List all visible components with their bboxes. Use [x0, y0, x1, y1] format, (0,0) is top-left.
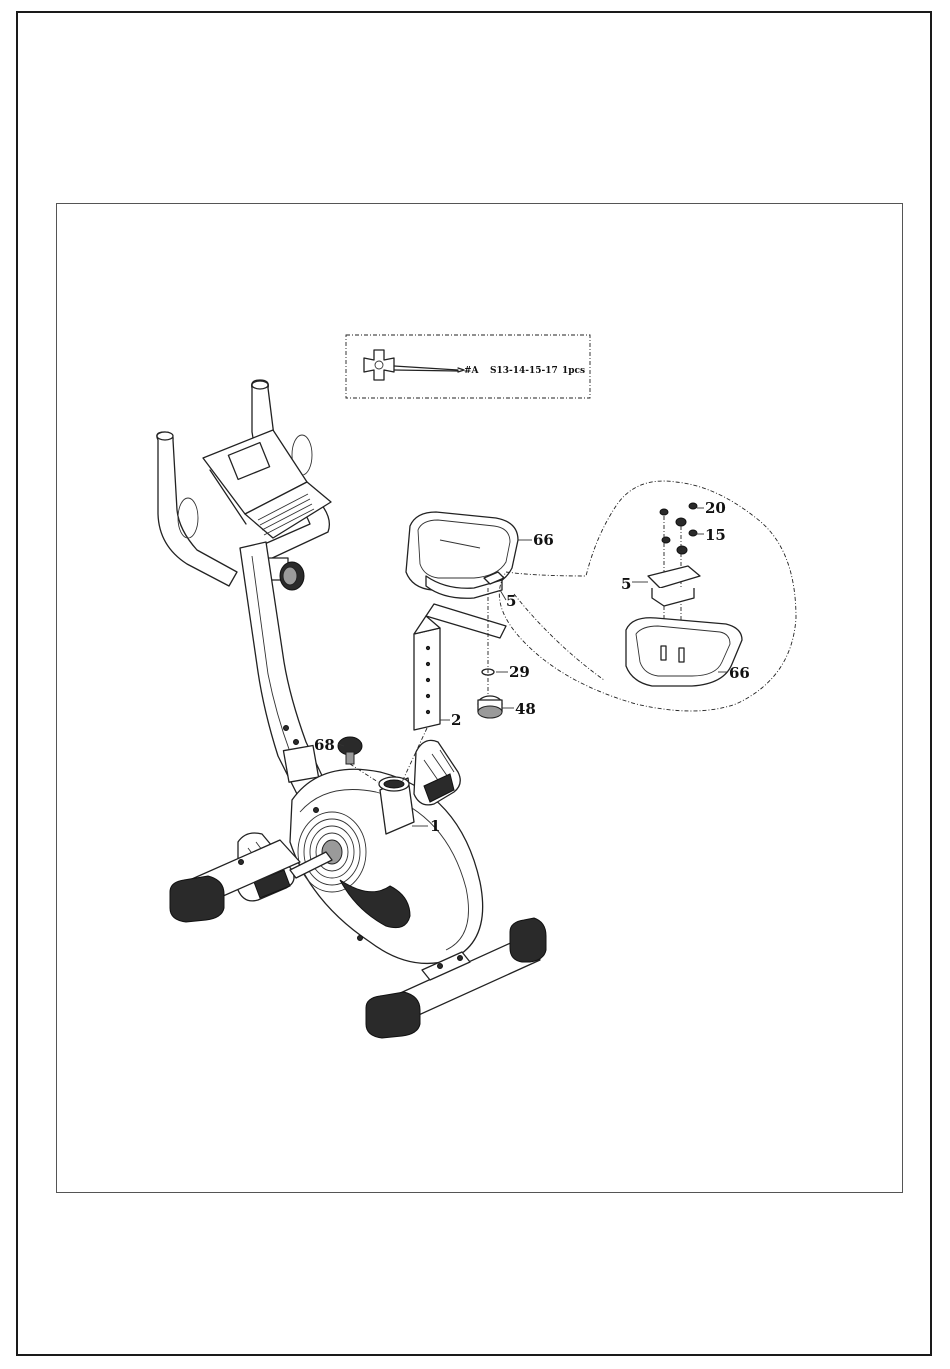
detail-bubble [499, 481, 796, 711]
callout-detail-washer-15: 15 [705, 526, 726, 544]
callout-seat-post-2: 2 [451, 711, 461, 729]
callout-knob-48: 48 [515, 700, 536, 718]
detail-bracket [648, 566, 700, 588]
tool-box: #A S13-14-15-17 1pcs [346, 335, 590, 398]
knob-48 [478, 696, 502, 718]
saddle [406, 512, 518, 598]
multi-wrench-icon [364, 350, 464, 380]
callout-washer-29: 29 [509, 663, 530, 681]
callout-detail-seat-66: 66 [729, 664, 750, 682]
tool-code: S13-14-15-17 [490, 366, 558, 376]
right-pedal [414, 740, 460, 805]
callout-detail-nut-20: 20 [705, 499, 726, 517]
callout-detail-bracket-5: 5 [621, 575, 631, 593]
callout-main-frame-1: 1 [430, 817, 440, 835]
callout-bracket-5: 5 [506, 592, 516, 610]
callout-adjust-knob-68: 68 [314, 736, 335, 754]
tool-quantity: 1pcs [562, 366, 585, 376]
callout-seat-66: 66 [533, 531, 554, 549]
tool-marker: #A [464, 366, 480, 376]
